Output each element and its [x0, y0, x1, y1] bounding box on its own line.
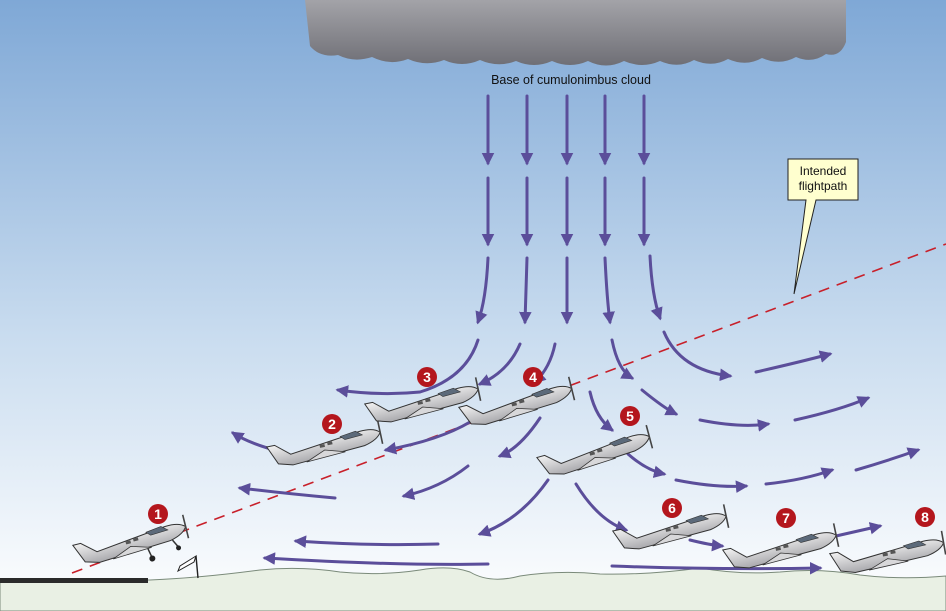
outflow-arrow — [335, 338, 480, 398]
callout-label-line2: flightpath — [799, 179, 848, 193]
svg-text:7: 7 — [782, 510, 790, 526]
outflow-arrow — [477, 478, 550, 537]
position-marker-8: 8 — [915, 507, 935, 527]
outflow-arrow — [754, 350, 833, 374]
svg-text:1: 1 — [154, 506, 162, 522]
outflow-arrow — [262, 552, 490, 566]
cumulonimbus-cloud — [305, 0, 846, 66]
outflow-arrow — [401, 464, 470, 500]
callout-label-line1: Intended — [800, 164, 847, 178]
outflow-arrow — [674, 478, 749, 493]
windsock — [177, 554, 199, 579]
position-marker-5: 5 — [620, 406, 640, 426]
position-marker-4: 4 — [523, 367, 543, 387]
outflow-arrow — [574, 482, 629, 533]
outflow-arrow — [793, 396, 871, 422]
outflow-arrow — [237, 482, 337, 500]
outflow-arrow — [764, 467, 835, 486]
outflow-arrow — [477, 342, 522, 386]
svg-text:8: 8 — [921, 509, 929, 525]
position-marker-1: 1 — [148, 504, 168, 524]
outflow-arrow — [610, 561, 823, 575]
outflow-arrow — [588, 390, 615, 432]
svg-text:3: 3 — [423, 369, 431, 385]
outflow-arrow — [293, 535, 440, 548]
downdraft-arrow — [648, 254, 663, 321]
downdraft-arrow — [475, 256, 490, 325]
downdraft-arrow — [519, 256, 532, 325]
downdraft-arrow — [602, 256, 615, 325]
outflow-arrow — [854, 447, 921, 472]
outflow-arrow — [698, 418, 771, 432]
cloud-label: Base of cumulonimbus cloud — [491, 73, 651, 87]
outflow-arrow — [640, 388, 679, 416]
outflow-arrow — [610, 338, 635, 380]
position-markers: 1 2 3 4 5 6 7 8 — [148, 367, 935, 528]
position-marker-2: 2 — [322, 414, 342, 434]
outflow-arrow — [662, 330, 733, 382]
outflow-arrow — [688, 538, 725, 552]
intended-flightpath-callout: Intended flightpath — [787, 158, 859, 295]
svg-text:4: 4 — [529, 369, 537, 385]
position-marker-7: 7 — [776, 508, 796, 528]
outflow-arrow — [834, 522, 883, 538]
position-marker-6: 6 — [662, 498, 682, 518]
outflow-arrow — [383, 420, 472, 455]
svg-text:6: 6 — [668, 500, 676, 516]
position-marker-3: 3 — [417, 367, 437, 387]
svg-text:2: 2 — [328, 416, 336, 432]
aircraft-1 — [71, 514, 190, 569]
runway — [0, 578, 148, 583]
downdraft-arrows — [230, 94, 921, 575]
outflow-arrow — [626, 452, 667, 478]
svg-text:5: 5 — [626, 408, 634, 424]
outflow-arrow — [497, 416, 542, 459]
